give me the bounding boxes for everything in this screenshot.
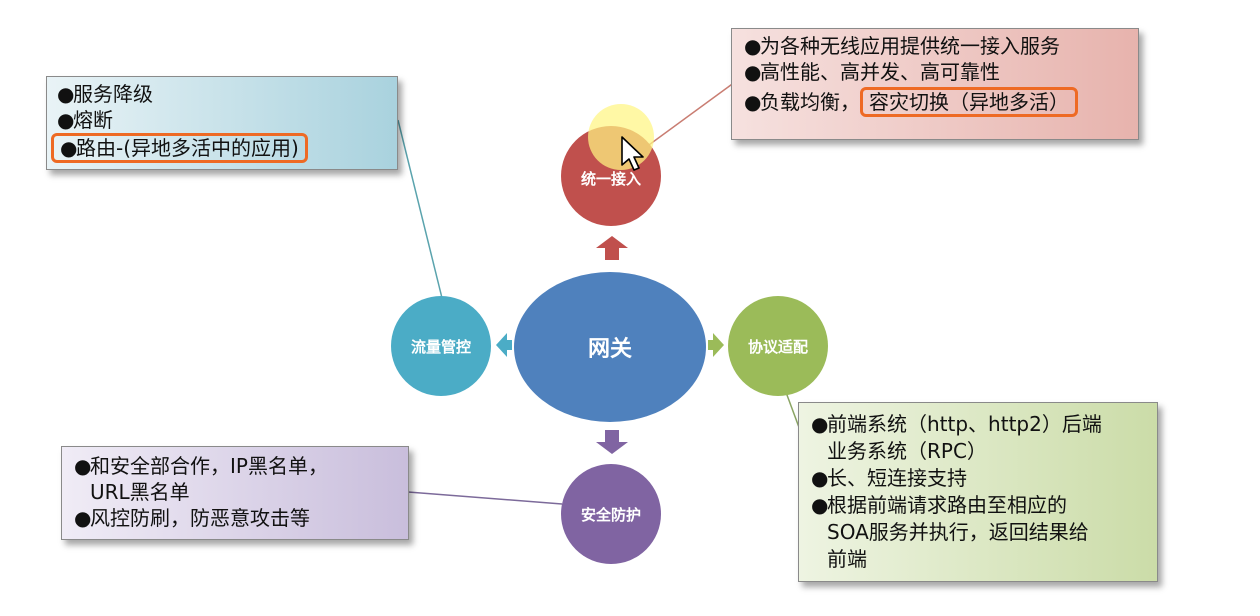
list-item-continued: 业务系统（RPC） [827, 439, 987, 463]
cursor-highlight [588, 104, 654, 170]
list-item: ●路由-(异地多活中的应用) [51, 133, 397, 163]
arrow-right-icon [708, 333, 724, 357]
arrow-up-icon [596, 236, 628, 260]
list-item: ●熔断 [57, 108, 113, 132]
connector-bottom [407, 491, 563, 505]
list-item: ●负载均衡，容灾切换（异地多活） [744, 87, 1138, 117]
node-protocol-adapter: 协议适配 [728, 296, 828, 396]
bullet-icon: ● [744, 60, 762, 84]
list-item: ●和安全部合作，IP黑名单， [74, 454, 328, 478]
list-item: ●长、短连接支持 [811, 466, 967, 490]
node-traffic-control: 流量管控 [391, 296, 491, 396]
bullet-icon: ● [811, 493, 829, 517]
list-item: ●根据前端请求路由至相应的 [811, 493, 1067, 517]
bullet-icon: ● [74, 454, 92, 478]
bullet-icon: ● [744, 90, 762, 114]
list-item-continued: 前端 [827, 547, 867, 571]
bullet-icon: ● [57, 82, 75, 106]
highlight-box: 容灾切换（异地多活） [860, 87, 1078, 117]
highlight-box: ●路由-(异地多活中的应用) [51, 133, 308, 163]
arrow-down-icon [596, 430, 628, 454]
mouse-pointer-icon [621, 136, 644, 171]
connector-left [397, 119, 443, 299]
bullet-icon: ● [60, 136, 78, 160]
list-item: ●高性能、高并发、高可靠性 [744, 60, 1000, 84]
list-item: ●前端系统（http、http2）后端 [811, 412, 1102, 436]
bullet-icon: ● [811, 466, 829, 490]
node-gateway-center: 网关 [514, 272, 706, 422]
bottom-left-callout: ●和安全部合作，IP黑名单， URL黑名单 ●风控防刷，防恶意攻击等 [61, 446, 409, 540]
top-right-callout: ●为各种无线应用提供统一接入服务 ●高性能、高并发、高可靠性 ●负载均衡，容灾切… [731, 28, 1139, 140]
top-left-callout: ●服务降级 ●熔断 ●路由-(异地多活中的应用) [46, 76, 398, 170]
bullet-icon: ● [74, 506, 92, 530]
arrow-left-icon [496, 333, 512, 357]
node-security: 安全防护 [561, 464, 661, 564]
list-item-continued: URL黑名单 [90, 480, 190, 504]
connector-top [641, 81, 736, 151]
list-item: ●风控防刷，防恶意攻击等 [74, 506, 310, 530]
bullet-icon: ● [744, 34, 762, 58]
bullet-icon: ● [811, 412, 829, 436]
bullet-icon: ● [57, 108, 75, 132]
bottom-right-callout: ●前端系统（http、http2）后端 业务系统（RPC） ●长、短连接支持 ●… [798, 402, 1158, 582]
list-item: ●服务降级 [57, 82, 153, 106]
list-item: ●为各种无线应用提供统一接入服务 [744, 34, 1060, 58]
list-item-continued: SOA服务并执行，返回结果给 [827, 520, 1089, 544]
